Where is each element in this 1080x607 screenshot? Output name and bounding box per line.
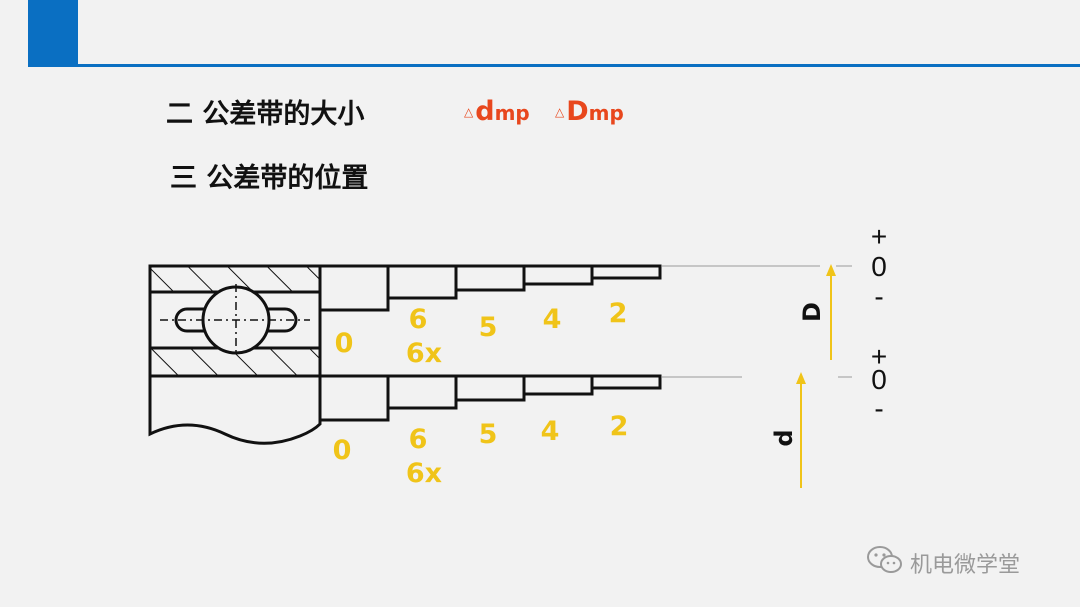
- lower-plus-sign: +: [871, 341, 887, 372]
- dim-D-label: D: [798, 302, 826, 322]
- lower-grade-2: 2: [610, 411, 629, 442]
- lower-minus-sign: -: [874, 393, 883, 424]
- upper-plus-sign: +: [871, 221, 887, 252]
- header-accent-block: [28, 0, 78, 66]
- upper-grade-4: 4: [543, 304, 562, 335]
- delta-Dmp-symbol: △Dmp: [555, 96, 624, 127]
- upper-tolerance-steps: [320, 264, 662, 312]
- position-heading: 三 公差带的位置: [170, 163, 369, 194]
- upper-minus-sign: -: [874, 281, 883, 312]
- upper-grade-0: 0: [335, 328, 354, 359]
- upper-grade-2: 2: [609, 298, 628, 329]
- shaft-body: [148, 374, 322, 445]
- watermark: 机电微学堂: [866, 545, 1020, 581]
- upper-grade-6x: 6x: [406, 338, 442, 369]
- size-heading: 二 公差带的大小: [166, 99, 365, 130]
- lower-zero-sign: 0: [871, 364, 887, 395]
- lower-grade-6: 6: [409, 424, 428, 455]
- lower-tolerance-steps: [320, 374, 662, 422]
- dim-D-arrow: [826, 264, 836, 360]
- lower-grade-0: 0: [333, 435, 352, 466]
- upper-zero-sign: 0: [871, 251, 887, 282]
- wechat-icon: [866, 545, 904, 581]
- lower-grade-6x: 6x: [406, 458, 442, 489]
- lower-grade-4: 4: [541, 416, 560, 447]
- upper-grade-5: 5: [479, 312, 498, 343]
- bearing-section: [148, 264, 322, 378]
- dim-d-arrow: [796, 372, 806, 488]
- upper-grade-6: 6: [409, 304, 428, 335]
- delta-dmp-symbol: △dmp: [464, 96, 530, 127]
- dim-d-label: d: [770, 429, 798, 446]
- watermark-text: 机电微学堂: [910, 553, 1021, 578]
- header-rule: [28, 64, 1080, 67]
- lower-grade-5: 5: [479, 419, 498, 450]
